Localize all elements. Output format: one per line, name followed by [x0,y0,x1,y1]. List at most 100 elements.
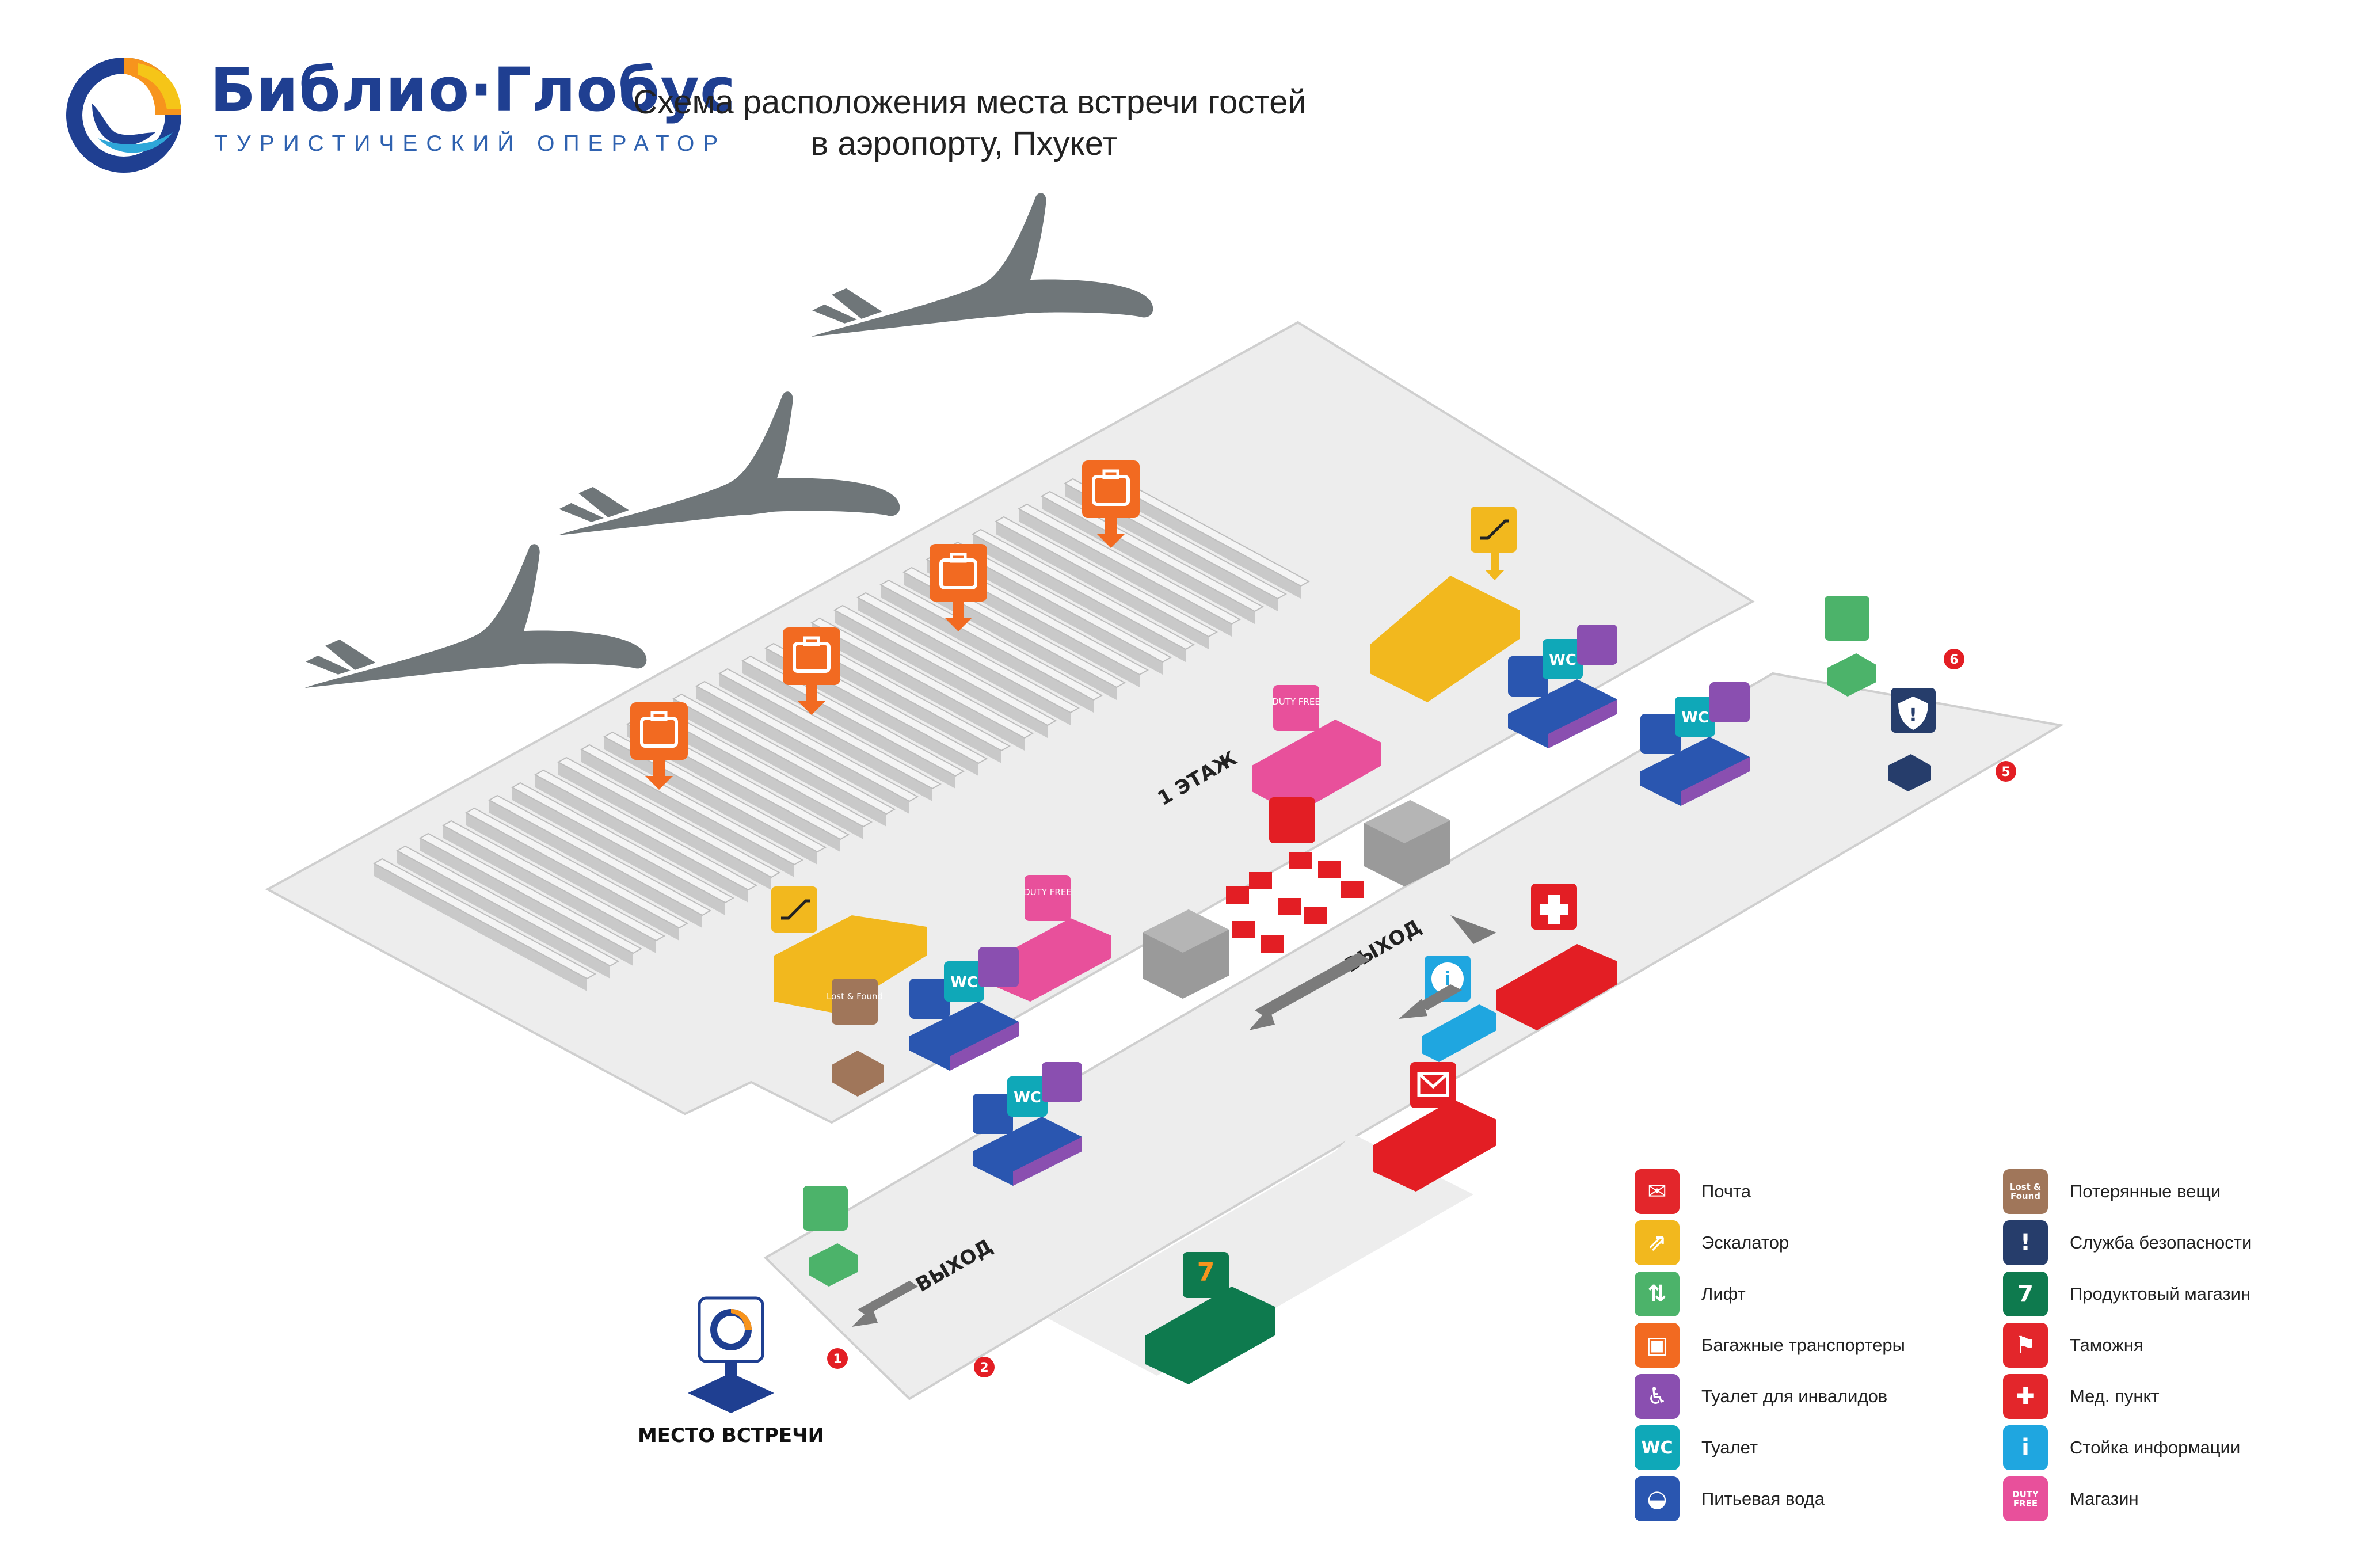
legend-label: Багажные транспортеры [1701,1335,1905,1355]
carousel [856,592,1080,725]
lost-found-point: Lost & Found [827,979,884,1097]
carousel [464,807,689,941]
legend-label: Стойка информации [2070,1437,2241,1457]
grocery-icon: 7 [2003,1272,2048,1316]
customs-area [1226,797,1364,953]
title-line-1: Схема расположения места встречи гостей [633,83,1307,121]
legend-item: ▣ Багажные транспортеры [1635,1322,1905,1368]
title-line-2: в аэропорту, Пхукет [810,125,1118,162]
elevator-lower [803,1186,858,1287]
drinking-water-icon: ◒ [1635,1476,1680,1521]
outside-area [1048,1134,1473,1376]
elevator-upper [1825,596,1876,697]
medical-icon: ✚ [2003,1374,2048,1419]
mail-icon: ✉ [1635,1169,1680,1214]
legend-label: Почта [1701,1181,1751,1201]
legend-item: ✚ Мед. пункт [2003,1373,2160,1419]
elevator-icon: ⇅ [1635,1272,1680,1316]
legend-item: ◒ Питьевая вода [1635,1476,1825,1522]
carousel [741,655,965,789]
legend-label: Служба безопасности [2070,1232,2252,1253]
duty-free-upper: DUTY FREE [1252,685,1381,815]
escalator-upper [1370,507,1520,702]
svg-text:WC: WC [950,974,978,991]
legend-item: i Стойка информации [2003,1425,2240,1471]
legend-item: ⇗Эскалатор [1635,1220,1789,1266]
restroom-cluster: WC [909,947,1019,1071]
info-icon: i [2003,1425,2048,1470]
gate-marker: 1 [827,1348,848,1369]
carousel [511,782,735,915]
svg-text:5: 5 [2001,765,2010,779]
legend-item: ✉ Почта [1635,1169,1751,1215]
security-point: ! [1888,688,1936,791]
svg-text:DUTY FREE: DUTY FREE [1272,697,1320,707]
legend-label: Питьевая вода [1701,1489,1825,1509]
exit-arrow [852,915,1496,1327]
svg-text:WC: WC [1681,709,1709,726]
svg-text:2: 2 [980,1361,988,1375]
carousel [488,794,712,928]
logo-subtitle: ТУРИСТИЧЕСКИЙ ОПЕРАТОР [214,131,727,156]
escalator-lower [771,886,927,1013]
security-icon: ! [2003,1220,2048,1265]
carousel [879,579,1103,713]
legend-label: Мед. пункт [2070,1386,2160,1406]
carousel [372,858,597,991]
svg-text:Lost & Found: Lost & Found [827,991,883,1002]
svg-text:WC: WC [1549,652,1576,669]
carousel [948,541,1172,675]
legend-label: Туалет для инвалидов [1701,1386,1888,1406]
svg-text:WC: WC [1014,1089,1041,1106]
legend-label: Магазин [2070,1489,2139,1509]
legend-item: ⇅ Лифт [1635,1271,1746,1317]
legend-label: Таможня [2070,1335,2143,1355]
carousel [695,680,919,814]
carousel [718,668,942,801]
legend-label: Лифт [1701,1284,1746,1304]
carousel [441,820,666,953]
plane-icon [290,531,648,715]
gate-marker: 5 [1996,761,2016,782]
svg-text:1: 1 [833,1352,841,1367]
pillar [1143,909,1229,999]
carousel [418,832,643,966]
carousel [534,769,758,903]
logo-name: Библио·Глобус [210,55,736,125]
page-title: Схема расположения места встречи гостей … [633,82,1307,165]
restroom-cluster: WC [973,1062,1082,1186]
plane-icon [796,180,1155,364]
svg-text:6: 6 [1949,653,1958,667]
carousel [994,516,1218,649]
escalator-icon: ⇗ [1635,1220,1680,1265]
carousel [1040,490,1265,624]
svg-text:DUTY FREE: DUTY FREE [1023,887,1072,897]
carousel [395,845,620,979]
legend-label: Потерянные вещи [2070,1181,2221,1201]
carousel [810,617,1034,751]
gate-marker: 2 [974,1357,995,1377]
baggage-icon: ▣ [1635,1323,1680,1368]
legend-item: 7 Продуктовый магазин [2003,1271,2250,1317]
carousel [833,604,1057,738]
gate-marker: 6 [1944,649,1964,669]
carousel [1017,503,1242,637]
duty-free-lower: DUTY FREE [990,875,1111,1002]
pillar [1364,800,1450,886]
meeting-point: МЕСТО ВСТРЕЧИ [638,1296,824,1447]
wc-icon: WC [1635,1425,1680,1470]
carousel [557,756,781,890]
grocery-store: 7 [1145,1252,1275,1384]
svg-text:i: i [1444,968,1451,991]
post-office [1373,1062,1496,1192]
carousel [580,744,804,877]
arrival-concourse [763,672,2064,1400]
svg-text:7: 7 [1197,1258,1215,1287]
legend-label: Продуктовый магазин [2070,1284,2251,1304]
legend-item: ! Служба безопасности [2003,1220,2252,1266]
legend-item: ⚑Таможня [2003,1322,2143,1368]
